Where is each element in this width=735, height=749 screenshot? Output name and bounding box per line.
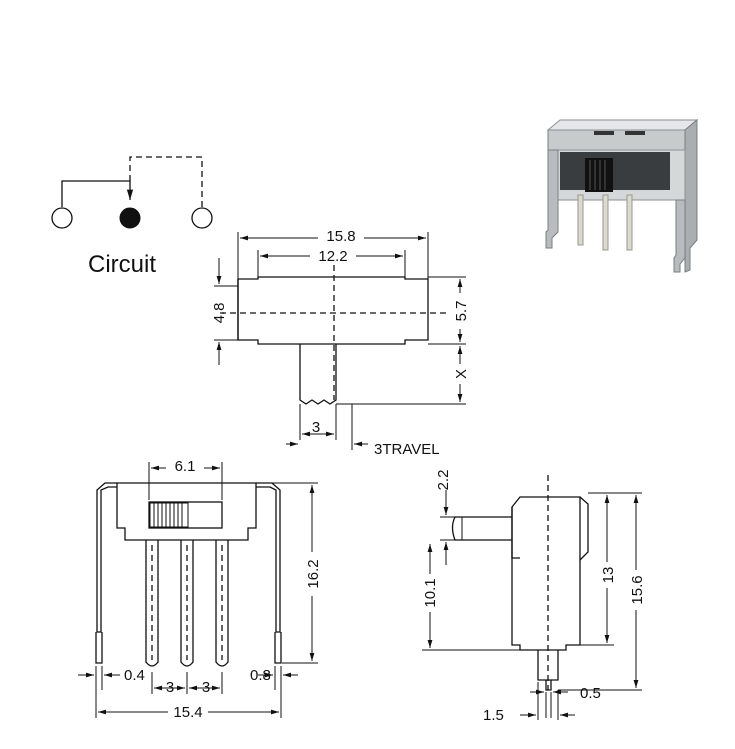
dim-front-height: 16.2	[305, 559, 322, 588]
dim-front-pitch-left: 3	[166, 679, 174, 696]
terminal-left-icon	[51, 207, 73, 229]
terminal-right-icon	[191, 207, 213, 229]
circuit-label: Circuit	[88, 251, 156, 278]
dim-front-overall-width: 15.4	[173, 704, 202, 721]
dim-front-pitch-right: 3	[202, 679, 210, 696]
dim-side-pin-width: 0.5	[580, 685, 601, 702]
dim-top-lever-x: X	[453, 369, 470, 379]
dim-side-actuator-offset: 10.1	[422, 578, 439, 607]
dim-top-travel: 3TRAVEL	[374, 441, 440, 458]
dim-side-actuator-height: 2.2	[435, 470, 452, 491]
top-view: 15.8 12.2 4.8 5.7 X 3 3TRAVEL	[211, 226, 470, 458]
dim-top-lever-width: 3	[312, 419, 320, 436]
dim-side-body-height: 13	[600, 567, 617, 584]
circuit-diagram: Circuit	[51, 156, 213, 278]
dim-top-overall-width: 15.8	[326, 228, 355, 245]
dim-side-pin-offset: 1.5	[483, 707, 504, 724]
dim-front-leg-width: 0.8	[250, 667, 271, 684]
dim-top-left-height: 4.8	[211, 303, 228, 324]
slide-switch-photo-icon	[545, 118, 699, 273]
dim-top-right-height: 5.7	[453, 301, 470, 322]
dim-front-actuator-width: 6.1	[175, 458, 196, 475]
dim-front-pin-width: 0.4	[124, 667, 145, 684]
dim-side-overall-height: 15.6	[629, 575, 646, 604]
dim-top-inner-width: 12.2	[318, 248, 347, 265]
front-view: 6.1 16.2 0.4 3 3 0.8 15.4	[78, 456, 322, 721]
terminal-common-icon	[119, 207, 141, 229]
side-view: 2.2 10.1 13 15.6 0.5 1.5	[421, 470, 646, 724]
